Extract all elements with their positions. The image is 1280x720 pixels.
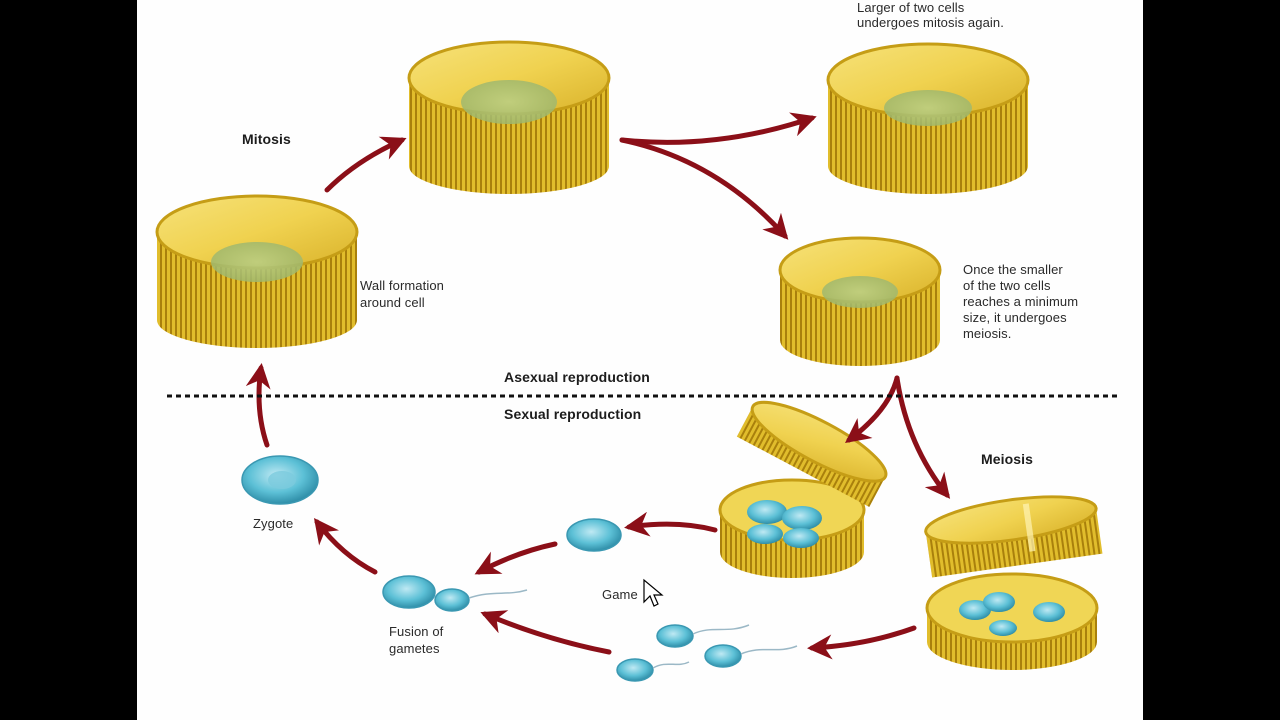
smaller-cell-label: Once the smaller of the two cells reache… <box>963 262 1079 341</box>
diatom-cell-top <box>407 40 611 194</box>
diatom-cell-left <box>155 194 359 348</box>
sexual-reproduction-label: Sexual reproduction <box>504 406 642 422</box>
cycle-arrows <box>245 112 951 660</box>
diagram-panel: Mitosis Larger of two cells undergoes mi… <box>137 0 1143 720</box>
zygote-label: Zygote <box>253 516 294 531</box>
life-cycle-diagram <box>155 40 1117 682</box>
larger-cell-label: Larger of two cells undergoes mitosis ag… <box>857 0 1004 30</box>
flagellated-gametes <box>616 624 798 682</box>
gamete-cell <box>566 518 622 552</box>
mouse-pointer-icon <box>643 578 664 607</box>
fusing-gametes <box>382 575 528 612</box>
diatom-cell-open-left <box>718 400 888 578</box>
diatom-cell-top-right <box>826 42 1030 194</box>
diatom-cell-smaller <box>778 236 942 366</box>
fusion-label: Fusion of gametes <box>389 624 444 656</box>
meiosis-label: Meiosis <box>981 451 1034 467</box>
wall-formation-label: Wall formation around cell <box>360 278 444 310</box>
zygote-cell <box>241 455 319 505</box>
asexual-reproduction-label: Asexual reproduction <box>504 369 650 385</box>
diatom-cell-open-right <box>924 495 1103 670</box>
gametes-label: Game <box>602 587 638 602</box>
mitosis-label: Mitosis <box>242 131 291 147</box>
